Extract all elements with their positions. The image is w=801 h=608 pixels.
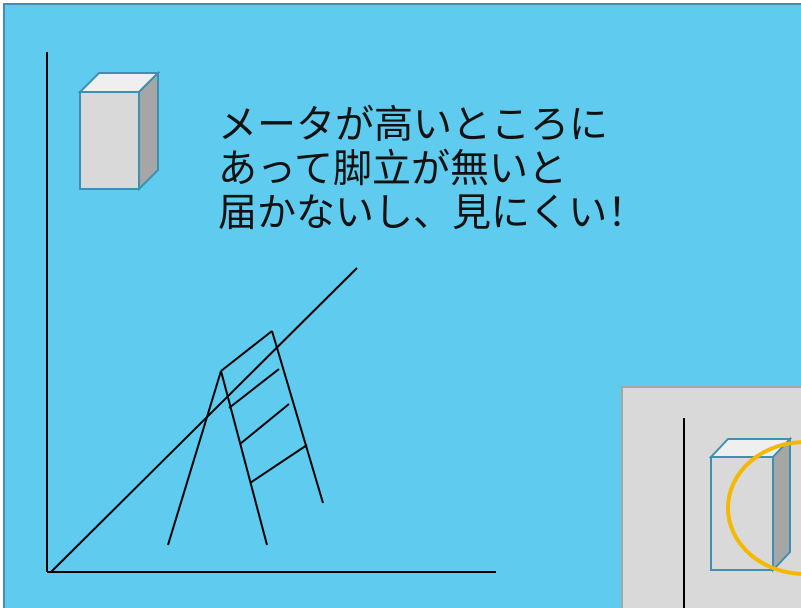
- highlight-circle-icon: [726, 440, 801, 576]
- meter-box-low-icon: [708, 436, 793, 573]
- reach-diagonal-line: [50, 267, 358, 573]
- meter-box-icon: [77, 70, 161, 192]
- ladder-icon: [167, 330, 324, 546]
- caption-line-3: 届かないし、見にくい！: [218, 191, 647, 236]
- caption-line-1: メータが高いところに: [218, 103, 609, 148]
- problem-caption: メータが高いところに あって脚立が無いと 届かないし、見にくい！: [218, 104, 718, 236]
- caption-line-2: あって脚立が無いと: [218, 147, 568, 192]
